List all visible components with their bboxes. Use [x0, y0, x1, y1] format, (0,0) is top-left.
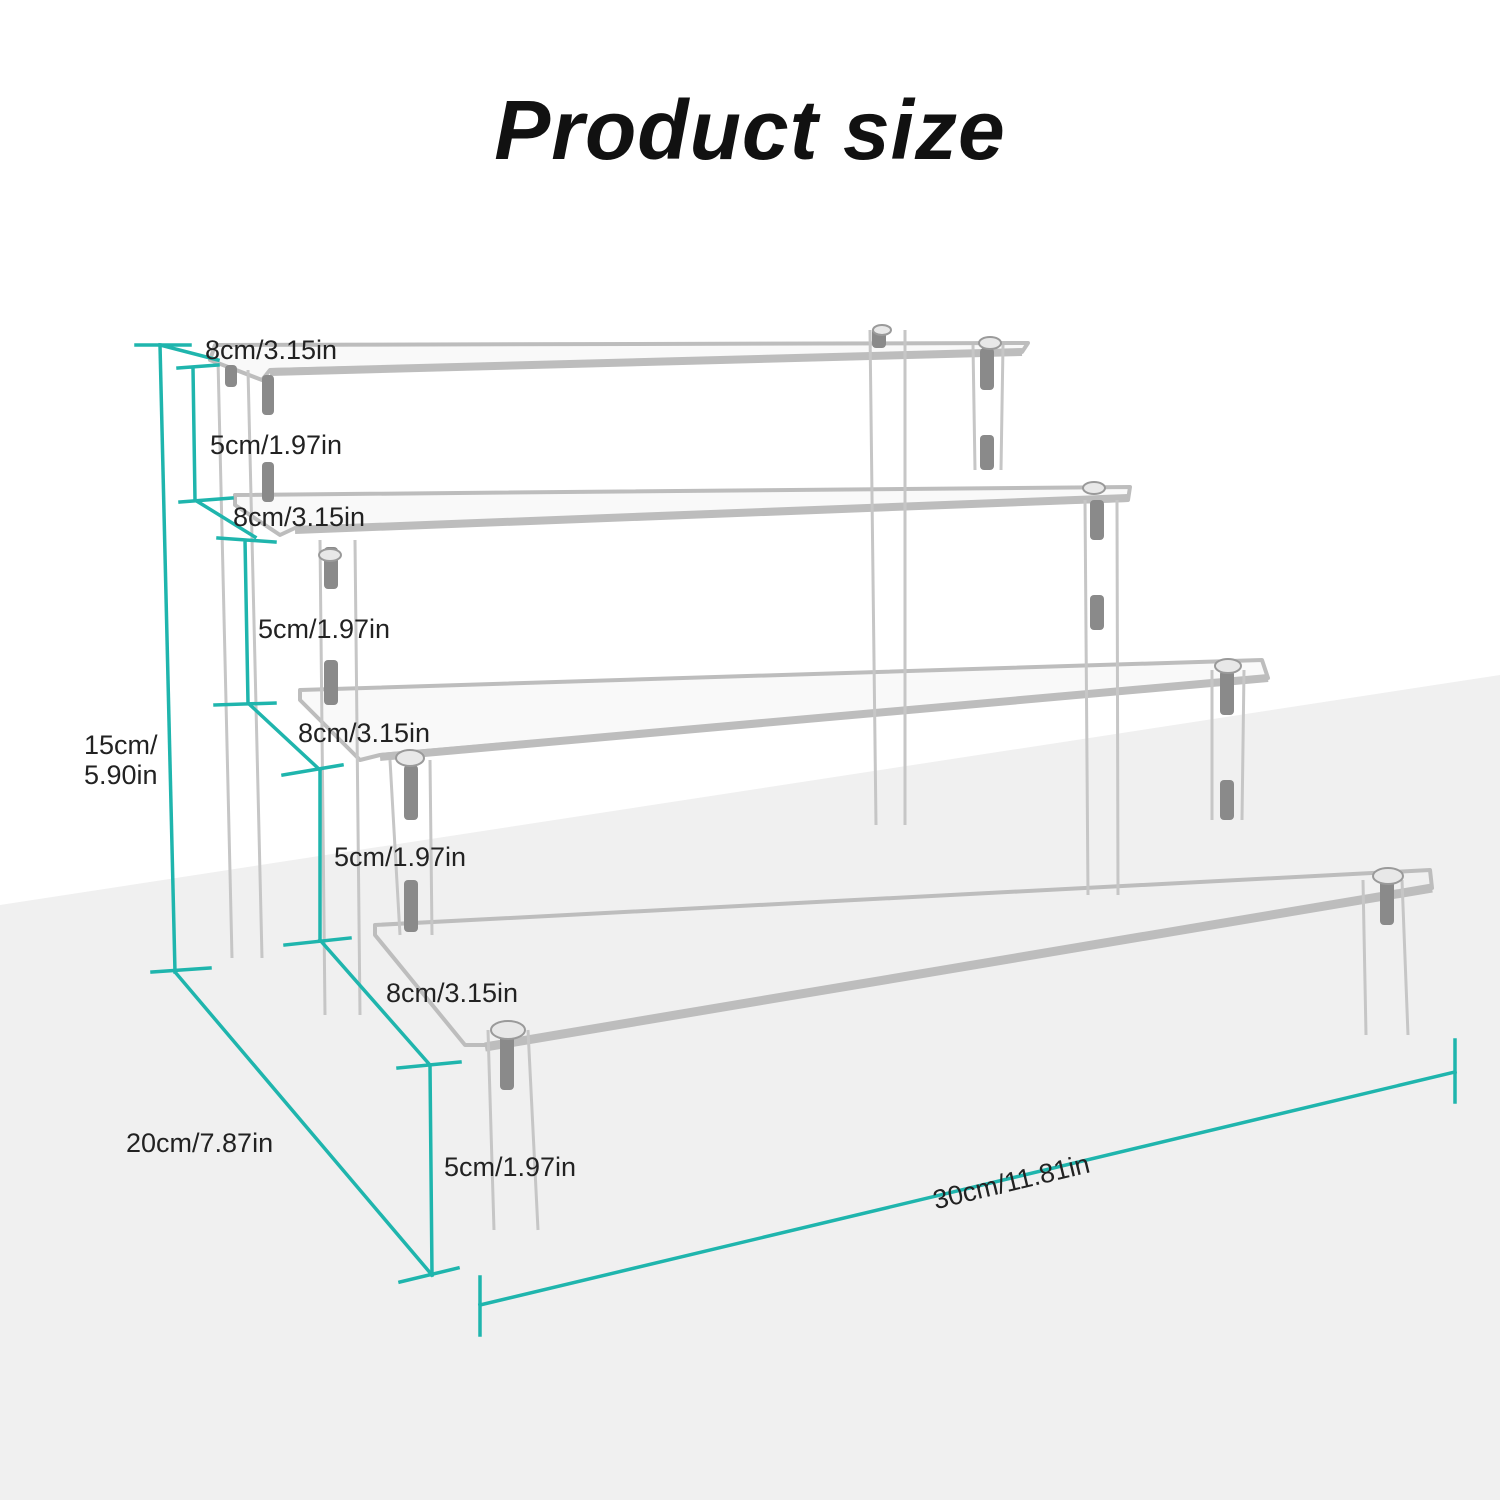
tier1-depth-label: 8cm/3.15in: [205, 335, 338, 365]
tier3-depth-label: 8cm/3.15in: [298, 718, 431, 748]
tier2-depth-label: 8cm/3.15in: [233, 502, 366, 532]
tier2-height-label: 5cm/1.97in: [258, 614, 391, 644]
total-height-label-line2: 5.90in: [84, 760, 158, 790]
shelf-tier-4: [373, 868, 1434, 1052]
page-title: Product size: [494, 83, 1006, 177]
total-depth-label: 20cm/7.87in: [126, 1128, 274, 1158]
tier4-depth-label: 8cm/3.15in: [386, 978, 519, 1008]
tier3-height-label: 5cm/1.97in: [334, 842, 467, 872]
total-height-label-line1: 15cm/: [84, 730, 158, 760]
tier4-height-label: 5cm/1.97in: [444, 1152, 577, 1182]
shelf-tier-3: [298, 658, 1270, 762]
shelf-tier-2: [233, 485, 1132, 537]
tier1-height-label: 5cm/1.97in: [210, 430, 343, 460]
shelf-tier-1: [208, 341, 1030, 382]
